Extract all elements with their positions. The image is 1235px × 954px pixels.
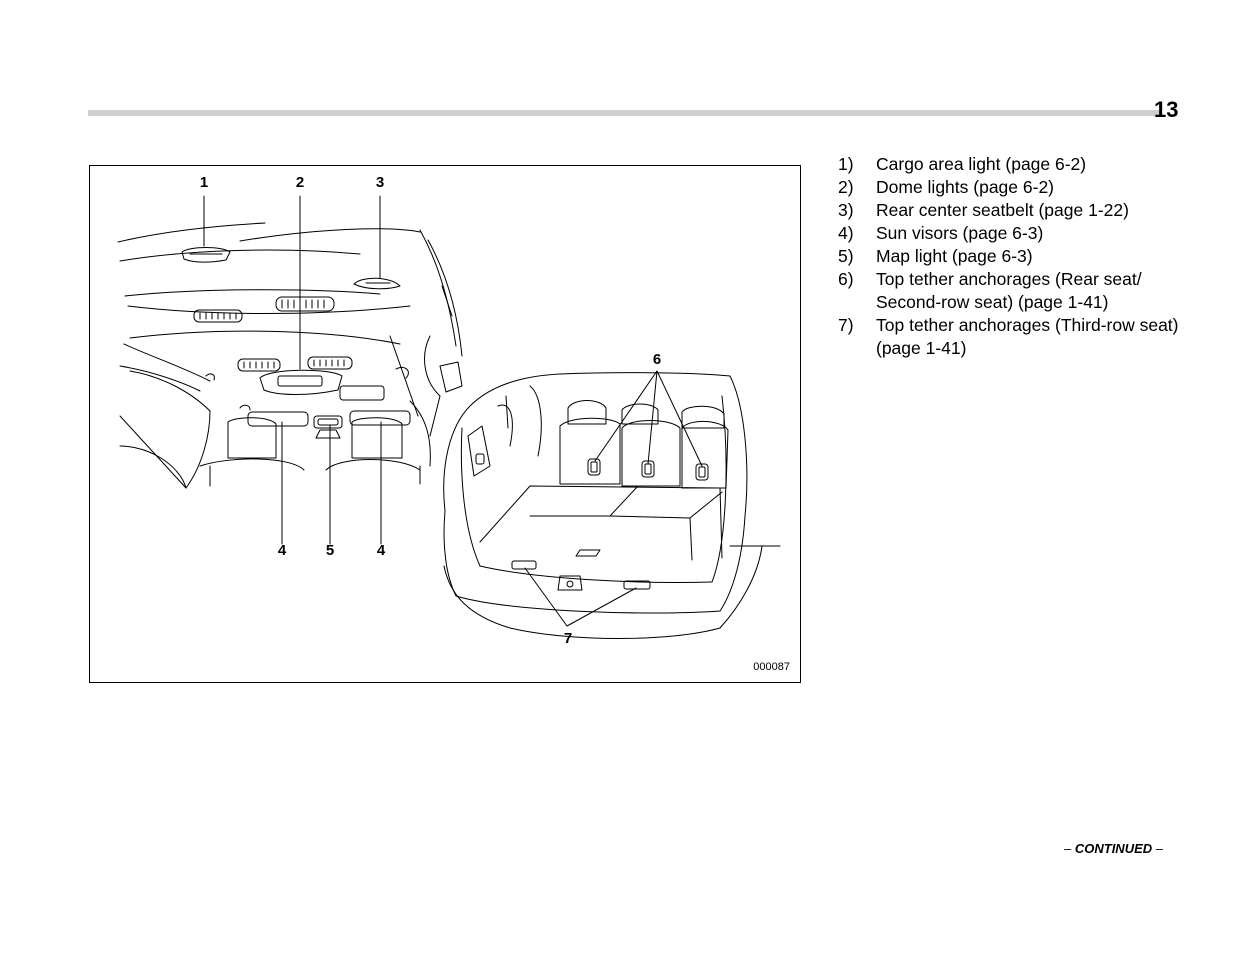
legend-text: Rear center seatbelt (page 1-22) — [876, 200, 1129, 220]
callout-4-right: 4 — [376, 542, 386, 559]
legend-text: Top tether anchorages (Third-row seat) (… — [876, 315, 1179, 358]
legend-item: 6) Top tether anchorages (Rear seat/ Seco… — [838, 268, 1198, 314]
callout-legend: 1) Cargo area light (page 6-2) 2) Dome lig… — [838, 153, 1198, 360]
legend-item: 2) Dome lights (page 6-2) — [838, 176, 1198, 199]
callout-2: 2 — [295, 174, 305, 191]
continued-footer: – CONTINUED – — [1064, 841, 1163, 856]
header-rule — [88, 110, 1160, 116]
legend-item: 4) Sun visors (page 6-3) — [838, 222, 1198, 245]
callout-3: 3 — [375, 174, 385, 191]
legend-item: 5) Map light (page 6-3) — [838, 245, 1198, 268]
legend-number: 5) — [838, 246, 854, 266]
page-number: 13 — [1154, 97, 1179, 122]
dash-left: – — [1064, 841, 1072, 856]
legend-number: 1) — [838, 154, 854, 174]
legend-text: Top tether anchorages (Rear seat/ Second… — [876, 269, 1142, 312]
callout-6: 6 — [652, 351, 662, 368]
vehicle-interior-illustration: 1 2 3 4 5 4 6 7 000087 — [89, 165, 801, 683]
callout-7: 7 — [563, 630, 573, 647]
legend-number: 4) — [838, 223, 854, 243]
legend-text: Sun visors (page 6-3) — [876, 223, 1044, 243]
legend-item: 7) Top tether anchorages (Third-row seat)… — [838, 314, 1198, 360]
dash-right: – — [1155, 841, 1163, 856]
figure-id: 000087 — [753, 661, 790, 673]
callout-1: 1 — [199, 174, 209, 191]
callout-5: 5 — [325, 542, 335, 559]
illustration-drawing — [117, 195, 781, 639]
continued-label: CONTINUED — [1074, 841, 1153, 856]
legend-item: 1) Cargo area light (page 6-2) — [838, 153, 1198, 176]
legend-number: 6) — [838, 269, 854, 289]
legend-number: 3) — [838, 200, 854, 220]
legend-text: Map light (page 6-3) — [876, 246, 1033, 266]
callout-4-left: 4 — [277, 542, 287, 559]
legend-text: Cargo area light (page 6-2) — [876, 154, 1087, 174]
legend-item: 3) Rear center seatbelt (page 1-22) — [838, 199, 1198, 222]
legend-text: Dome lights (page 6-2) — [876, 177, 1054, 197]
legend-number: 7) — [838, 315, 854, 335]
legend-number: 2) — [838, 177, 854, 197]
